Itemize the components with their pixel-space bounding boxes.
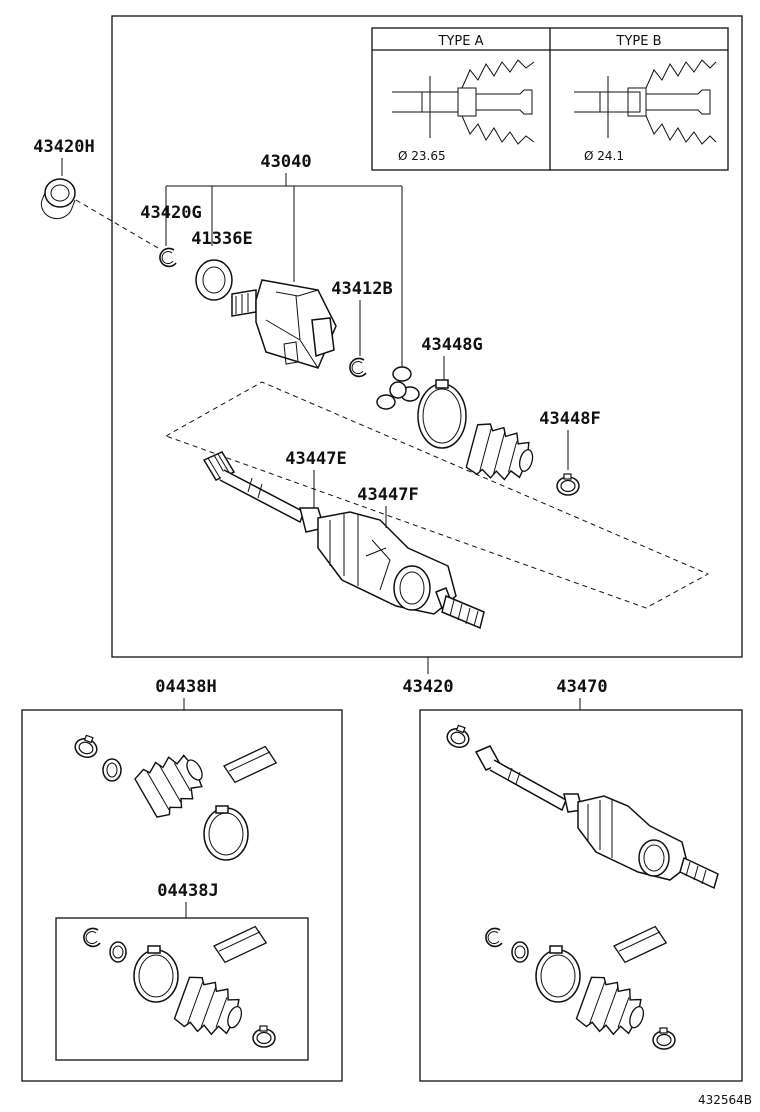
kit-j-grease-pack: [211, 924, 269, 965]
ring-41336E: [195, 259, 233, 301]
kit-43470-shaft: [474, 745, 719, 890]
label-43470: 43470: [556, 677, 607, 697]
type-b-dimension: Ø 24.1: [584, 149, 624, 163]
kit-43470-grease-pack: [611, 924, 669, 965]
label-43420H: 43420H: [33, 137, 94, 157]
clamp-43448F: [556, 473, 580, 496]
label-43448G: 43448G: [421, 335, 482, 355]
type-a-shaft-drawing: Ø 23.65: [392, 59, 535, 163]
label-43040: 43040: [260, 152, 311, 172]
snap-ring-43420G: [159, 247, 177, 268]
kit-h-grease-pack: [221, 744, 279, 785]
snap-ring-43412B: [349, 357, 367, 378]
kit-h-large-clamp: [203, 805, 249, 861]
label-43447F: 43447F: [357, 485, 418, 505]
clamp-43448G: [417, 379, 467, 449]
kit-h-boot: [132, 743, 214, 822]
kit-04438H-frame: [21, 709, 343, 1082]
label-43448F: 43448F: [539, 409, 600, 429]
outboard-joint-housing: [231, 279, 337, 369]
kit-43470-small-ring: [511, 941, 529, 963]
boot-inboard: [464, 420, 540, 488]
label-43420: 43420: [402, 677, 453, 697]
kit-43470-boot: [574, 972, 652, 1045]
type-comparison-box: TYPE A TYPE B Ø 23.65 Ø 24.1: [371, 27, 729, 171]
label-43412B: 43412B: [331, 279, 392, 299]
type-a-dimension: Ø 23.65: [398, 149, 446, 163]
kit-04438J-frame: [55, 917, 309, 1061]
type-b-shaft-drawing: Ø 24.1: [574, 59, 717, 163]
label-41336E: 41336E: [191, 229, 252, 249]
label-43420G: 43420G: [140, 203, 201, 223]
label-04438J: 04438J: [157, 881, 218, 901]
seal-43420H: [40, 178, 76, 220]
kit-j-small-ring: [109, 941, 127, 963]
kit-43470-clamp-small: [652, 1027, 676, 1050]
kit-43470-clamp: [443, 722, 474, 751]
label-43447E: 43447E: [285, 449, 346, 469]
subassembly-outline: [164, 381, 710, 609]
diagram-id-code: 432564B: [698, 1093, 752, 1107]
kit-43470-large-clamp: [535, 945, 581, 1003]
drive-shaft-43420: [202, 451, 485, 630]
tripod-joint: [376, 366, 420, 410]
kit-j-boot: [172, 972, 250, 1045]
kit-43470-snap-ring: [485, 927, 503, 948]
type-a-title: TYPE A: [438, 34, 484, 49]
main-assembly-frame: [111, 15, 743, 658]
type-b-title: TYPE B: [616, 34, 662, 49]
kit-j-snap-ring: [83, 927, 101, 948]
kit-43470-frame: [419, 709, 743, 1082]
kit-j-large-clamp: [133, 945, 179, 1003]
kit-h-clamp: [71, 732, 102, 761]
kit-j-clamp: [252, 1025, 276, 1048]
label-04438H: 04438H: [155, 677, 216, 697]
kit-h-small-ring: [102, 758, 122, 782]
